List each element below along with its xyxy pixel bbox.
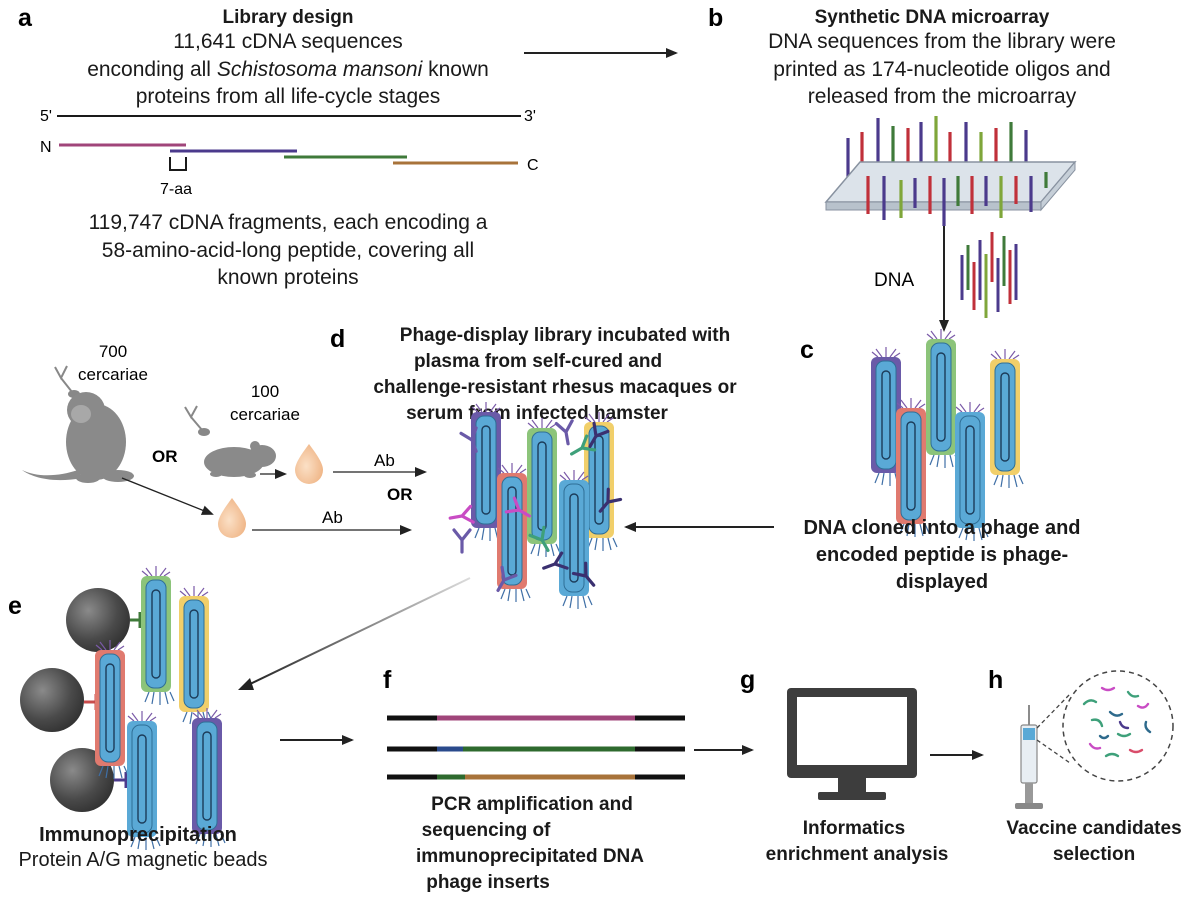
panel-letter-e: e	[8, 592, 22, 620]
phage-icon	[989, 348, 1024, 489]
phage-cluster-c	[870, 328, 1024, 542]
pcr-line2: sequencing of	[422, 820, 551, 841]
overlap-bracket	[169, 157, 187, 171]
microarray-line1: DNA sequences from the library were	[768, 30, 1116, 53]
library-design-line2-pre: enconding all	[87, 58, 217, 81]
fragments-line1: 119,747 cDNA fragments, each encoding a	[89, 211, 488, 234]
library-design-line2: enconding all Schistosoma mansoni known	[87, 58, 489, 81]
phage-icon	[140, 565, 175, 706]
syringe-icon	[1015, 705, 1043, 809]
pcr-line3: immunoprecipitated DNA	[416, 846, 644, 867]
panel-letter-d: d	[330, 325, 345, 353]
bead-icon	[20, 668, 84, 732]
pcr-line1: PCR amplification and	[431, 794, 633, 815]
panel-letter-b: b	[708, 4, 723, 32]
panel-letter-a: a	[18, 4, 33, 32]
macaque-dose-number: 700	[99, 342, 127, 361]
peptide-fragments	[59, 143, 518, 165]
microarray-heading: Synthetic DNA microarray	[815, 7, 1050, 28]
c-terminus-label: C	[527, 157, 539, 174]
three-prime-label: 3'	[524, 108, 536, 125]
phage-display-line3: displayed	[896, 571, 988, 593]
phage-display-line2: encoded peptide is phage-	[816, 544, 1068, 566]
antibody-icon	[114, 772, 128, 788]
phage-display-line1: DNA cloned into a phage and	[803, 517, 1080, 539]
monkey-icon	[22, 392, 134, 483]
fragments-line3: known proteins	[217, 266, 358, 289]
immunoprecipitation-heading: Immunoprecipitation	[39, 824, 237, 846]
phage-icon	[178, 585, 213, 726]
computer-monitor-icon	[787, 688, 917, 800]
panel-letter-g: g	[740, 666, 755, 694]
droplet-icon	[295, 444, 323, 484]
phage-icon	[558, 469, 593, 610]
five-prime-label: 5'	[40, 108, 52, 125]
hamster-icon	[204, 441, 276, 478]
arrow-head-icon	[238, 678, 254, 690]
vaccine-line2: selection	[1053, 844, 1135, 865]
incubation-line4: serum from infected hamster	[406, 403, 668, 424]
hamster-dose-unit: cercariae	[230, 405, 300, 424]
incubation-line3: challenge-resistant rhesus macaques or	[373, 377, 737, 398]
n-terminus-label: N	[40, 139, 52, 156]
informatics-line2: enrichment analysis	[766, 844, 949, 865]
panel-letter-f: f	[383, 666, 392, 694]
or-label-left: OR	[152, 447, 178, 466]
dna-strands-icon	[960, 232, 1018, 318]
zoom-line	[1036, 739, 1071, 764]
immunoprecipitation-sub: Protein A/G magnetic beads	[18, 849, 267, 871]
sequencing-reads	[387, 715, 685, 780]
microarray-line2: printed as 174-nucleotide oligos and	[773, 58, 1110, 81]
incubation-line2: plasma from self-cured and	[414, 351, 662, 372]
droplet-icon	[218, 498, 246, 538]
library-design-heading: Library design	[223, 7, 354, 28]
library-design-line1: 11,641 cDNA sequences	[173, 30, 403, 53]
cercaria-icon	[54, 365, 80, 398]
panel-letter-h: h	[988, 666, 1003, 694]
dna-label: DNA	[874, 270, 914, 291]
cercaria-icon	[184, 405, 210, 436]
overlap-label: 7-aa	[160, 181, 192, 198]
hamster-dose-number: 100	[251, 382, 279, 401]
antibody-icon	[130, 612, 142, 628]
arrow-icon	[121, 477, 214, 515]
arrow-icon	[245, 577, 471, 687]
library-design-line2-post: known	[422, 58, 489, 81]
or-label-mid: OR	[387, 485, 413, 504]
informatics-line1: Informatics	[803, 818, 905, 839]
microarray-line3: released from the microarray	[808, 85, 1077, 108]
phage-antibody-cluster-d	[447, 401, 623, 610]
bead-icon	[66, 588, 130, 652]
phage-icon	[94, 639, 129, 780]
library-design-line3: proteins from all life-cycle stages	[136, 85, 441, 108]
species-name: Schistosoma mansoni	[217, 58, 424, 81]
zoom-line	[1036, 693, 1071, 729]
fragments-line2: 58-amino-acid-long peptide, covering all	[102, 239, 474, 262]
panel-letter-c: c	[800, 336, 814, 364]
macaque-dose-unit: cercariae	[78, 365, 148, 384]
phage-icon	[925, 328, 960, 469]
ab-label-top: Ab	[374, 451, 395, 470]
ab-label-bottom: Ab	[322, 508, 343, 527]
pcr-line4: phage inserts	[426, 872, 550, 893]
incubation-line1: Phage-display library incubated with	[400, 325, 730, 346]
bead-phage-group-e	[20, 565, 226, 851]
antibody-icon	[84, 694, 98, 710]
vaccine-line1: Vaccine candidates	[1006, 818, 1181, 839]
petri-dish-icon	[1062, 670, 1174, 782]
microarray-icon	[824, 116, 1077, 226]
